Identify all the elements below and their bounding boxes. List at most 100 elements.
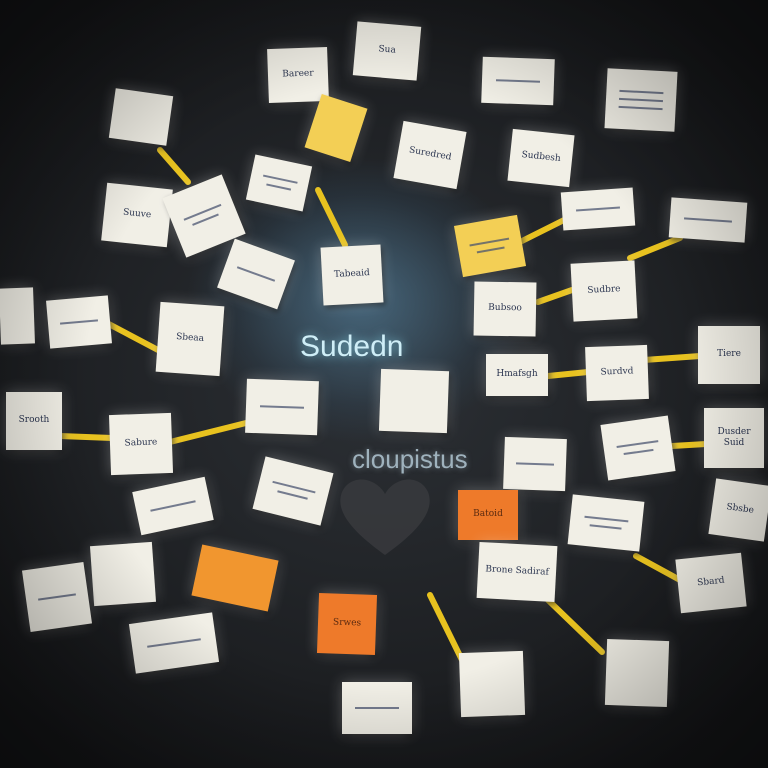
connector-line — [669, 441, 709, 449]
note-text: Bubsoo — [488, 303, 522, 314]
scribble — [476, 246, 505, 254]
scribble — [684, 217, 732, 223]
connector-line — [102, 319, 161, 353]
sticky-note[interactable]: Batoid — [458, 490, 518, 540]
sticky-note[interactable] — [604, 638, 670, 708]
note-text: Sudbesh — [521, 150, 562, 165]
sticky-note[interactable]: Brone Sadiraf — [476, 541, 558, 603]
sticky-note[interactable]: Surdvd — [585, 344, 649, 402]
sticky-note[interactable]: Dusder Suid — [704, 408, 764, 468]
connector-line — [633, 553, 683, 583]
note-text: Tabeaid — [333, 268, 371, 281]
connector-line — [545, 597, 605, 655]
sticky-note[interactable]: Sudbre — [570, 260, 638, 322]
scribble — [262, 174, 298, 184]
note-text: Dusder Suid — [717, 426, 751, 448]
note-text: Sudbre — [587, 284, 621, 297]
scribble — [237, 266, 275, 282]
sticky-note[interactable] — [604, 68, 678, 132]
sticky-note[interactable] — [668, 197, 748, 243]
scribble — [618, 105, 663, 111]
scribble — [183, 204, 222, 221]
note-text: Suuve — [122, 207, 152, 221]
scribble — [355, 707, 399, 709]
central-title: Sudedn — [300, 330, 404, 363]
sticky-note[interactable] — [89, 541, 157, 607]
scribble — [150, 500, 196, 512]
scribble — [575, 206, 621, 212]
note-text: Tiere — [717, 349, 741, 360]
sticky-note[interactable]: Sbard — [675, 552, 747, 614]
scribble — [147, 638, 201, 648]
note-text: Batoid — [473, 509, 503, 520]
scribble — [60, 319, 98, 325]
sticky-note[interactable]: Bareer — [267, 46, 329, 104]
connector-line — [627, 235, 683, 261]
sticky-note[interactable]: Sudbesh — [507, 128, 575, 188]
scribble — [589, 524, 622, 530]
scribble — [469, 237, 509, 247]
note-text: Suredred — [408, 145, 453, 164]
scribble — [495, 79, 541, 83]
note-text: Sabure — [124, 437, 158, 449]
connector-line — [427, 592, 465, 663]
scribble — [276, 490, 308, 500]
sticky-note[interactable]: Hmafsgh — [486, 354, 548, 396]
note-text: Sbeaa — [175, 332, 205, 345]
sticky-note[interactable]: Suredred — [393, 120, 467, 190]
sticky-note[interactable] — [21, 561, 93, 633]
scribble — [623, 448, 654, 456]
connector-line — [641, 353, 703, 363]
connector-line — [545, 369, 591, 379]
scribble — [259, 405, 305, 409]
central-subtitle: cloupistus — [352, 444, 468, 474]
note-text: Sbsbe — [725, 502, 755, 517]
connector-line — [535, 287, 575, 305]
sticky-note[interactable] — [342, 682, 412, 734]
note-text: Hmafsgh — [496, 369, 538, 380]
scribble — [38, 593, 76, 601]
sticky-note[interactable]: Sbsbe — [708, 478, 768, 542]
sticky-note[interactable]: Bubsoo — [473, 281, 537, 337]
connector-line — [315, 187, 348, 248]
sticky-note[interactable]: Sabure — [108, 412, 174, 476]
sticky-note[interactable]: Tabeaid — [320, 244, 384, 306]
sticky-note[interactable] — [458, 650, 526, 718]
connector-line — [167, 419, 253, 445]
sticky-note[interactable] — [0, 287, 35, 345]
sticky-note[interactable]: Srwes — [316, 593, 378, 655]
sticky-note[interactable] — [453, 214, 527, 278]
sticky-note[interactable]: Tiere — [698, 326, 760, 384]
note-text: Sbard — [696, 575, 726, 589]
sticky-note[interactable]: Suuve — [101, 182, 173, 248]
sticky-note[interactable]: Srooth — [6, 392, 62, 450]
sticky-note[interactable] — [46, 295, 112, 349]
sticky-note[interactable] — [245, 378, 319, 436]
sticky-note[interactable] — [560, 187, 636, 231]
sticky-note[interactable] — [600, 415, 676, 481]
scribble — [265, 183, 291, 191]
sticky-note[interactable]: Sua — [352, 21, 422, 81]
sticky-note[interactable] — [378, 368, 450, 434]
sticky-note[interactable] — [481, 56, 555, 106]
heart-icon — [340, 479, 430, 555]
scribble — [619, 97, 663, 103]
scribble — [584, 515, 629, 523]
sticky-note[interactable]: Sbeaa — [155, 301, 225, 377]
scribble — [616, 440, 659, 448]
note-text: Bareer — [282, 68, 314, 80]
note-text: Srwes — [332, 617, 362, 629]
note-text: Sua — [377, 44, 397, 57]
connector-line — [157, 147, 191, 185]
connector-line — [57, 433, 115, 441]
note-text: Surdvd — [600, 366, 634, 378]
sticky-note[interactable] — [108, 88, 174, 146]
sticky-note[interactable] — [503, 436, 567, 492]
scribble — [516, 462, 554, 466]
scribble — [619, 89, 664, 95]
note-text: Srooth — [18, 415, 50, 426]
sticky-note[interactable] — [567, 494, 645, 552]
note-text: Brone Sadiraf — [485, 564, 550, 579]
